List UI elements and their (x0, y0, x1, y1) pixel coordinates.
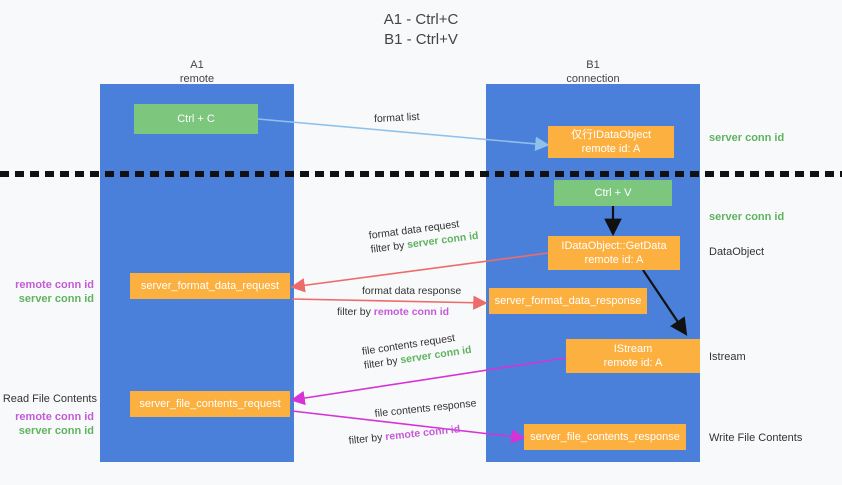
edge-label-file-contents-response-prefix: filter by (348, 431, 386, 447)
node-ctrl-v-line1: Ctrl + V (594, 187, 632, 199)
column-header-a1-name: A1 (190, 59, 204, 71)
edge-label-file-contents-response-filter: filter by remote conn id (348, 422, 461, 448)
node-istream-line2: remote id: A (603, 357, 663, 369)
node-server-file-contents-request[interactable]: server_file_contents_request (130, 391, 290, 417)
edge-label-format-data-response-prefix: filter by (337, 306, 374, 318)
edge-label-file-contents-request: file contents request filter by server c… (361, 329, 472, 373)
edge-label-file-contents-response-line1: file contents response (374, 397, 477, 420)
node-ctrl-c[interactable]: Ctrl + C (134, 104, 258, 134)
column-header-b1-sub: connection (566, 73, 620, 85)
side-label-server-conn-id-top: server conn id (709, 132, 785, 144)
side-label-write-file-contents: Write File Contents (709, 432, 803, 444)
column-header-a1-sub: remote (179, 73, 215, 85)
side-label-server-conn-id-upper: server conn id (18, 293, 94, 305)
column-header-b1: B1 connection (493, 58, 693, 86)
side-label-istream: Istream (709, 351, 746, 363)
node-ctrl-v[interactable]: Ctrl + V (554, 180, 672, 206)
node-ctrl-c-line1: Ctrl + C (177, 113, 215, 125)
page-title-line2: B1 - Ctrl+V (384, 31, 458, 48)
node-server-file-contents-response-line1: server_file_contents_response (530, 431, 680, 443)
node-idataobject-getdata-line1: IDataObject::GetData (561, 240, 667, 252)
node-idataobject-getdata[interactable]: IDataObject::GetData remote id: A (548, 236, 680, 270)
dashed-divider-line (0, 171, 842, 177)
side-label-server-conn-id-lower: server conn id (18, 425, 94, 437)
edge-label-format-data-response-value: remote conn id (373, 306, 450, 318)
side-label-remote-conn-id-lower: remote conn id (15, 411, 94, 423)
wire-format-data-response (291, 295, 488, 310)
side-label-dataobject: DataObject (709, 246, 765, 258)
edge-label-format-data-response-line1: format data response (362, 285, 462, 297)
node-server-format-data-request-line1: server_format_data_request (140, 280, 280, 292)
edge-label-format-data-request: format data request filter by server con… (368, 215, 479, 257)
edge-label-format-list-line1: format list (373, 110, 420, 126)
node-istream[interactable]: IStream remote id: A (566, 339, 700, 373)
page-title-line1: A1 - Ctrl+C (383, 11, 459, 28)
node-server-format-data-response-line1: server_format_data_response (494, 295, 642, 307)
column-header-a1: A1 remote (97, 58, 297, 86)
node-idataobject-create-line2: remote id: A (581, 143, 641, 155)
edge-label-format-data-response-filter: filter by remote conn id (337, 305, 449, 319)
node-istream-line1: IStream (613, 343, 653, 355)
edge-label-file-contents-response-value: remote conn id (384, 423, 461, 444)
column-header-b1-name: B1 (586, 59, 600, 71)
node-idataobject-create[interactable]: 仅行IDataObject remote id: A (548, 126, 674, 158)
side-label-remote-conn-id-upper: remote conn id (15, 279, 94, 291)
side-label-read-file-contents: Read File Contents (2, 393, 97, 405)
node-server-file-contents-response[interactable]: server_file_contents_response (524, 424, 686, 450)
edge-label-file-contents-response: file contents response (374, 396, 477, 421)
node-idataobject-create-line1: 仅行IDataObject (570, 129, 652, 141)
node-server-format-data-request[interactable]: server_format_data_request (130, 273, 290, 299)
edge-label-format-data-request-prefix: filter by (369, 239, 408, 256)
node-idataobject-getdata-line2: remote id: A (584, 254, 644, 266)
node-server-format-data-response[interactable]: server_format_data_response (489, 288, 647, 314)
side-label-server-conn-id-second: server conn id (709, 211, 785, 223)
edge-label-file-contents-request-prefix: filter by (363, 354, 402, 372)
node-server-file-contents-request-line1: server_file_contents_request (139, 398, 281, 410)
edge-label-format-list: format list (374, 110, 420, 126)
edge-label-format-data-response: format data response (362, 284, 461, 298)
